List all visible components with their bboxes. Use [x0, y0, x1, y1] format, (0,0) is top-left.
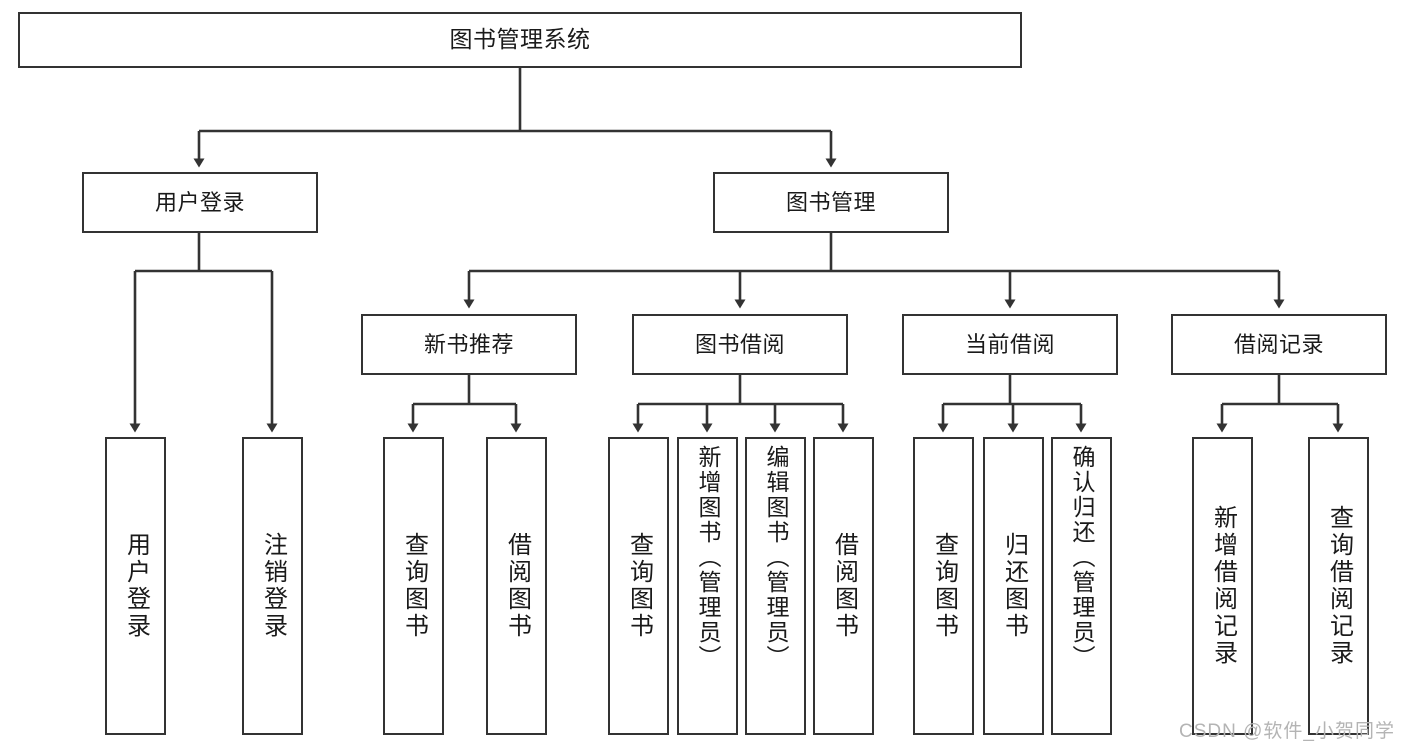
node-leaf-confirm-return[interactable]: 确认归还（管理员）	[1051, 437, 1112, 735]
node-book-manage[interactable]: 图书管理	[713, 172, 949, 233]
node-leaf-return-book[interactable]: 归还图书	[983, 437, 1044, 735]
node-leaf-edit-book[interactable]: 编辑图书（管理员）	[745, 437, 806, 735]
node-current-borrow-label: 当前借阅	[964, 331, 1055, 357]
node-book-borrow[interactable]: 图书借阅	[632, 314, 848, 375]
node-root[interactable]: 图书管理系统	[18, 12, 1022, 68]
node-leaf-confirm-return-label: 确认归还（管理员）	[1069, 445, 1095, 670]
node-leaf-query-book-2[interactable]: 查询图书	[608, 437, 669, 735]
node-leaf-borrow-book-1-label: 借阅图书	[503, 532, 531, 640]
node-leaf-query-record-label: 查询借阅记录	[1325, 505, 1353, 667]
node-leaf-query-book-1-label: 查询图书	[400, 532, 428, 640]
node-new-book-recommend[interactable]: 新书推荐	[361, 314, 577, 375]
node-leaf-query-book-3[interactable]: 查询图书	[913, 437, 974, 735]
node-book-manage-label: 图书管理	[785, 189, 876, 215]
node-book-borrow-label: 图书借阅	[694, 331, 785, 357]
node-user-login-label: 用户登录	[154, 189, 245, 215]
node-root-label: 图书管理系统	[449, 26, 591, 53]
node-borrow-record[interactable]: 借阅记录	[1171, 314, 1387, 375]
node-leaf-borrow-book-2[interactable]: 借阅图书	[813, 437, 874, 735]
node-leaf-add-book-label: 新增图书（管理员）	[695, 445, 721, 670]
node-leaf-edit-book-label: 编辑图书（管理员）	[763, 445, 789, 670]
node-leaf-query-book-3-label: 查询图书	[930, 532, 958, 640]
node-leaf-borrow-book-2-label: 借阅图书	[830, 532, 858, 640]
node-leaf-borrow-book-1[interactable]: 借阅图书	[486, 437, 547, 735]
node-leaf-query-book-2-label: 查询图书	[625, 532, 653, 640]
watermark-text: CSDN @软件_小贺同学	[1179, 721, 1395, 742]
node-borrow-record-label: 借阅记录	[1233, 331, 1324, 357]
node-leaf-add-record-label: 新增借阅记录	[1209, 505, 1237, 667]
node-leaf-add-record[interactable]: 新增借阅记录	[1192, 437, 1253, 735]
node-leaf-return-book-label: 归还图书	[1000, 532, 1028, 640]
node-leaf-user-logout-label: 注销登录	[259, 532, 287, 640]
node-current-borrow[interactable]: 当前借阅	[902, 314, 1118, 375]
node-new-book-recommend-label: 新书推荐	[423, 331, 514, 357]
node-user-login[interactable]: 用户登录	[82, 172, 318, 233]
node-leaf-user-logout[interactable]: 注销登录	[242, 437, 303, 735]
node-leaf-user-login-label: 用户登录	[122, 532, 150, 640]
node-leaf-query-record[interactable]: 查询借阅记录	[1308, 437, 1369, 735]
node-leaf-query-book-1[interactable]: 查询图书	[383, 437, 444, 735]
node-leaf-user-login[interactable]: 用户登录	[105, 437, 166, 735]
node-leaf-add-book[interactable]: 新增图书（管理员）	[677, 437, 738, 735]
